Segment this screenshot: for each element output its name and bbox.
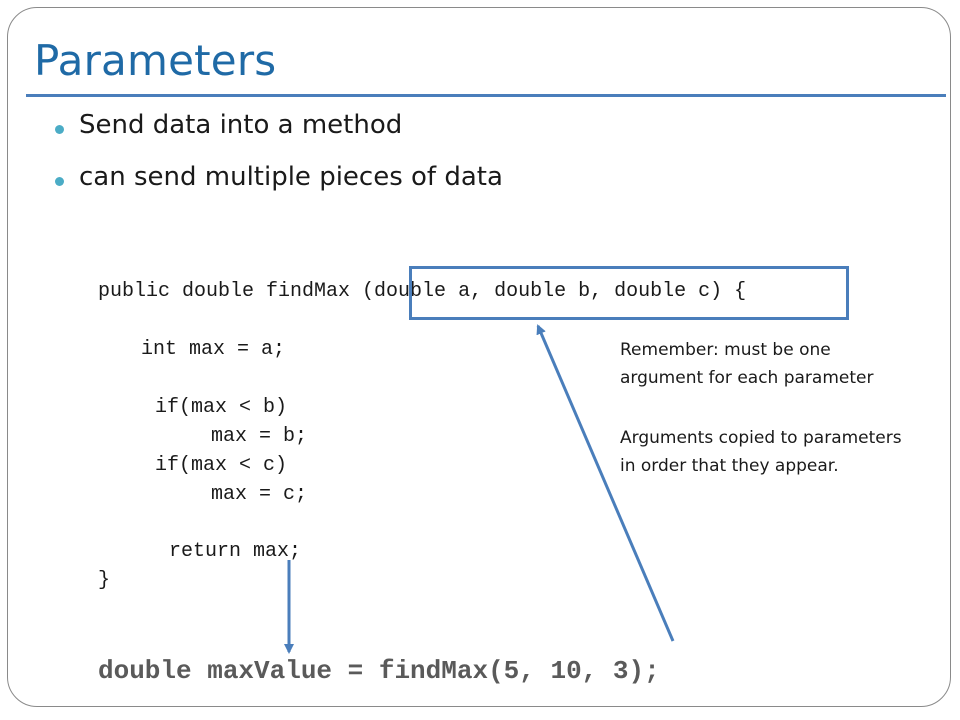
- bullet-item: Send data into a method: [55, 110, 503, 162]
- title-underline: [26, 94, 946, 97]
- parameters-highlight-box: [409, 266, 849, 320]
- code-line: return max;: [169, 540, 302, 563]
- signature-prefix: public double findMax: [98, 280, 363, 303]
- code-line: }: [98, 569, 111, 592]
- code-line: max = b;: [211, 425, 308, 448]
- bullet-dot-icon: [55, 125, 64, 134]
- note-line: in order that they appear.: [620, 456, 839, 476]
- slide-frame: [7, 7, 951, 707]
- note-line: Remember: must be one: [620, 340, 831, 360]
- method-call-line: double maxValue = findMax(5, 10, 3);: [98, 656, 660, 686]
- bullet-text: Send data into a method: [79, 110, 403, 140]
- slide-title: Parameters: [34, 36, 277, 85]
- argument-arrow: [536, 324, 675, 642]
- note-remember: Remember: must be one argument for each …: [620, 336, 873, 392]
- code-line: max = c;: [211, 483, 308, 506]
- note-line: argument for each parameter: [620, 368, 874, 388]
- bullet-list: Send data into a method can send multipl…: [55, 110, 503, 214]
- code-line: if(max < c): [155, 454, 288, 477]
- bullet-dot-icon: [55, 177, 64, 186]
- bullet-text: can send multiple pieces of data: [79, 162, 503, 192]
- note-arguments: Arguments copied to parameters in order …: [620, 424, 902, 480]
- method-signature: public double findMax (double a, double …: [98, 280, 746, 304]
- bullet-item: can send multiple pieces of data: [55, 162, 503, 214]
- code-line: if(max < b): [155, 396, 288, 419]
- signature-suffix: {: [722, 280, 747, 303]
- signature-params: (double a, double b, double c): [362, 280, 723, 303]
- note-line: Arguments copied to parameters: [620, 428, 902, 448]
- code-line: int max = a;: [141, 338, 286, 361]
